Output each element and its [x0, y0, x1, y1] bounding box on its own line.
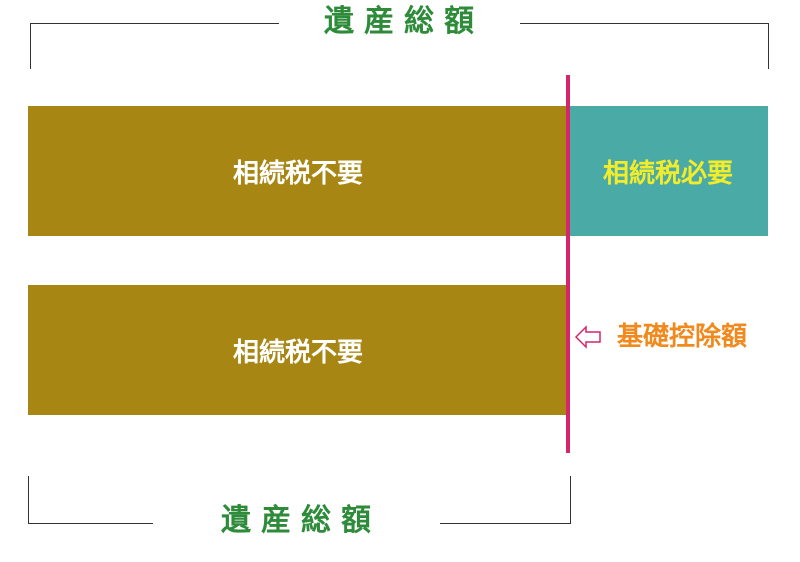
bottom-bracket-right-segment	[440, 476, 571, 524]
bottom-bracket-left-segment	[28, 476, 153, 524]
left-arrow-outline-icon	[574, 325, 601, 349]
row1-left-bar: 相続税不要	[28, 106, 568, 236]
row1-left-label: 相続税不要	[232, 158, 363, 189]
basic-deduction-label: 基礎控除額	[617, 322, 748, 352]
row2-left-label: 相続税不要	[232, 337, 363, 368]
deduction-divider-line	[566, 75, 570, 453]
bottom-title: 遺産総額	[221, 503, 381, 538]
row2-left-bar: 相続税不要	[28, 285, 568, 415]
row1-right-label: 相続税必要	[602, 158, 733, 189]
top-bracket-right-segment	[520, 23, 769, 69]
row1-right-bar: 相続税必要	[568, 106, 768, 236]
top-title: 遺産総額	[324, 4, 484, 39]
top-bracket-left-segment	[30, 23, 279, 69]
